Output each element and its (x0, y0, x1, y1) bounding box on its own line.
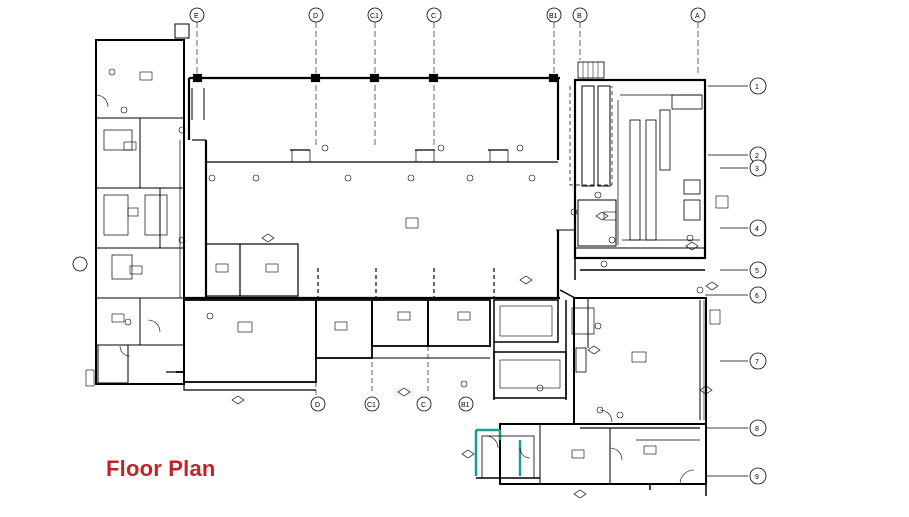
grid-label-top-2: C1 (370, 13, 379, 20)
callout-markers (108, 68, 704, 419)
vestibule (474, 428, 522, 476)
grid-label-bottom-0: D (315, 402, 320, 409)
grid-label-top-1: D (313, 13, 318, 20)
right-grid-bubbles (749, 77, 767, 485)
grid-label-right-7: 8 (755, 426, 759, 433)
lower-right-block (499, 297, 707, 496)
grid-label-right-8: 9 (755, 474, 759, 481)
bottom-grid-bubbles (72, 256, 474, 412)
grid-label-top-3: C (431, 13, 436, 20)
misc-walls (96, 140, 576, 385)
grid-label-right-6: 7 (755, 359, 759, 366)
grid-label-top-0: E (194, 13, 199, 20)
grid-label-right-2: 3 (755, 166, 759, 173)
restroom-cluster (493, 299, 595, 400)
vestibule-outline (476, 435, 540, 479)
elevation-markers (231, 211, 719, 499)
grid-label-right-5: 6 (755, 293, 759, 300)
grid-label-bottom-3: B1 (461, 402, 470, 409)
left-wing (95, 23, 205, 385)
grid-label-bottom-2: C (421, 402, 426, 409)
grid-label-right-0: 1 (755, 84, 759, 91)
floor-plan-caption: Floor Plan (106, 456, 216, 481)
grid-label-top-4: B1 (549, 13, 558, 20)
grid-label-bottom-1: C1 (367, 402, 376, 409)
top-grid-bubbles (189, 7, 706, 23)
grid-label-right-3: 4 (755, 226, 759, 233)
kitchen-wing (569, 61, 707, 280)
grid-label-top-5: B (577, 13, 582, 20)
grid-label-right-1: 2 (755, 153, 759, 160)
top-grid-lines (196, 22, 699, 145)
lower-offices (166, 299, 491, 395)
room-tags (85, 71, 729, 459)
grid-label-top-6: A (695, 13, 700, 20)
grid-label-right-4: 5 (755, 268, 759, 275)
grid-labels: E D C1 C B1 B A 1 2 3 4 5 6 7 8 9 D C1 C… (194, 13, 759, 481)
main-hall (184, 73, 560, 300)
hall-inner-walls (192, 139, 558, 298)
right-grid-lines (705, 85, 748, 477)
